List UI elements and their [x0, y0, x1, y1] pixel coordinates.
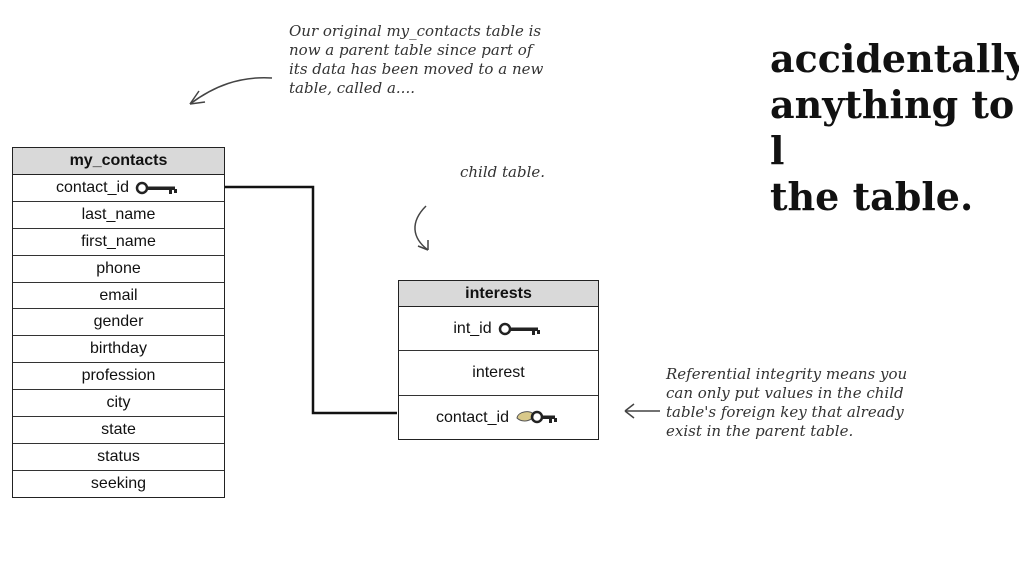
key-icon	[498, 322, 540, 336]
interests-header: interests	[399, 281, 598, 307]
column-name: seeking	[90, 474, 147, 492]
table-row: interest	[399, 351, 598, 396]
column-name: status	[97, 447, 140, 465]
table-row: city	[13, 390, 224, 418]
column-name: interest	[472, 364, 525, 382]
table-row: contact_id	[13, 175, 224, 202]
column-name: profession	[81, 367, 156, 385]
column-name: int_id	[453, 320, 492, 337]
column-name: gender	[93, 313, 144, 331]
child-arrow-icon	[414, 205, 429, 251]
table-row: last_name	[13, 202, 224, 229]
column-name: phone	[96, 259, 141, 277]
table-row: int_id	[399, 307, 598, 352]
parent-arrow-icon	[189, 77, 273, 105]
table-row: status	[13, 444, 224, 471]
referential-integrity-note: Referential integrity means you can only…	[666, 365, 908, 440]
foreign-key-icon	[516, 411, 557, 424]
my-contacts-table: my_contacts contact_id last_name first_nam…	[12, 147, 225, 498]
my-contacts-header: my_contacts	[13, 148, 224, 175]
column-name: contact_id	[436, 408, 509, 426]
interests-table: interests int_id interest contact_id	[398, 280, 599, 440]
column-name: first_name	[81, 232, 156, 250]
column-name: birthday	[90, 340, 147, 358]
table-row: birthday	[13, 336, 224, 364]
column-name: email	[99, 286, 138, 304]
column-name: last_name	[81, 205, 156, 223]
key-icon	[135, 181, 177, 195]
column-name: state	[101, 421, 136, 439]
foreign-key-link	[216, 185, 397, 415]
table-row: profession	[13, 363, 224, 391]
table-row: state	[13, 417, 224, 444]
table-row: seeking	[13, 471, 224, 497]
table-row: email	[13, 283, 224, 310]
table-row: first_name	[13, 229, 224, 256]
column-name: contact_id	[56, 179, 129, 196]
column-name: city	[106, 394, 131, 412]
table-row: phone	[13, 256, 224, 283]
parent-table-note: Our original my_contacts table is now a …	[289, 22, 544, 97]
child-table-note: child table.	[460, 163, 546, 181]
table-row: gender	[13, 309, 224, 337]
heading-text: accidentally anything to l the table.	[770, 36, 1019, 219]
table-row: contact_id	[399, 396, 598, 439]
